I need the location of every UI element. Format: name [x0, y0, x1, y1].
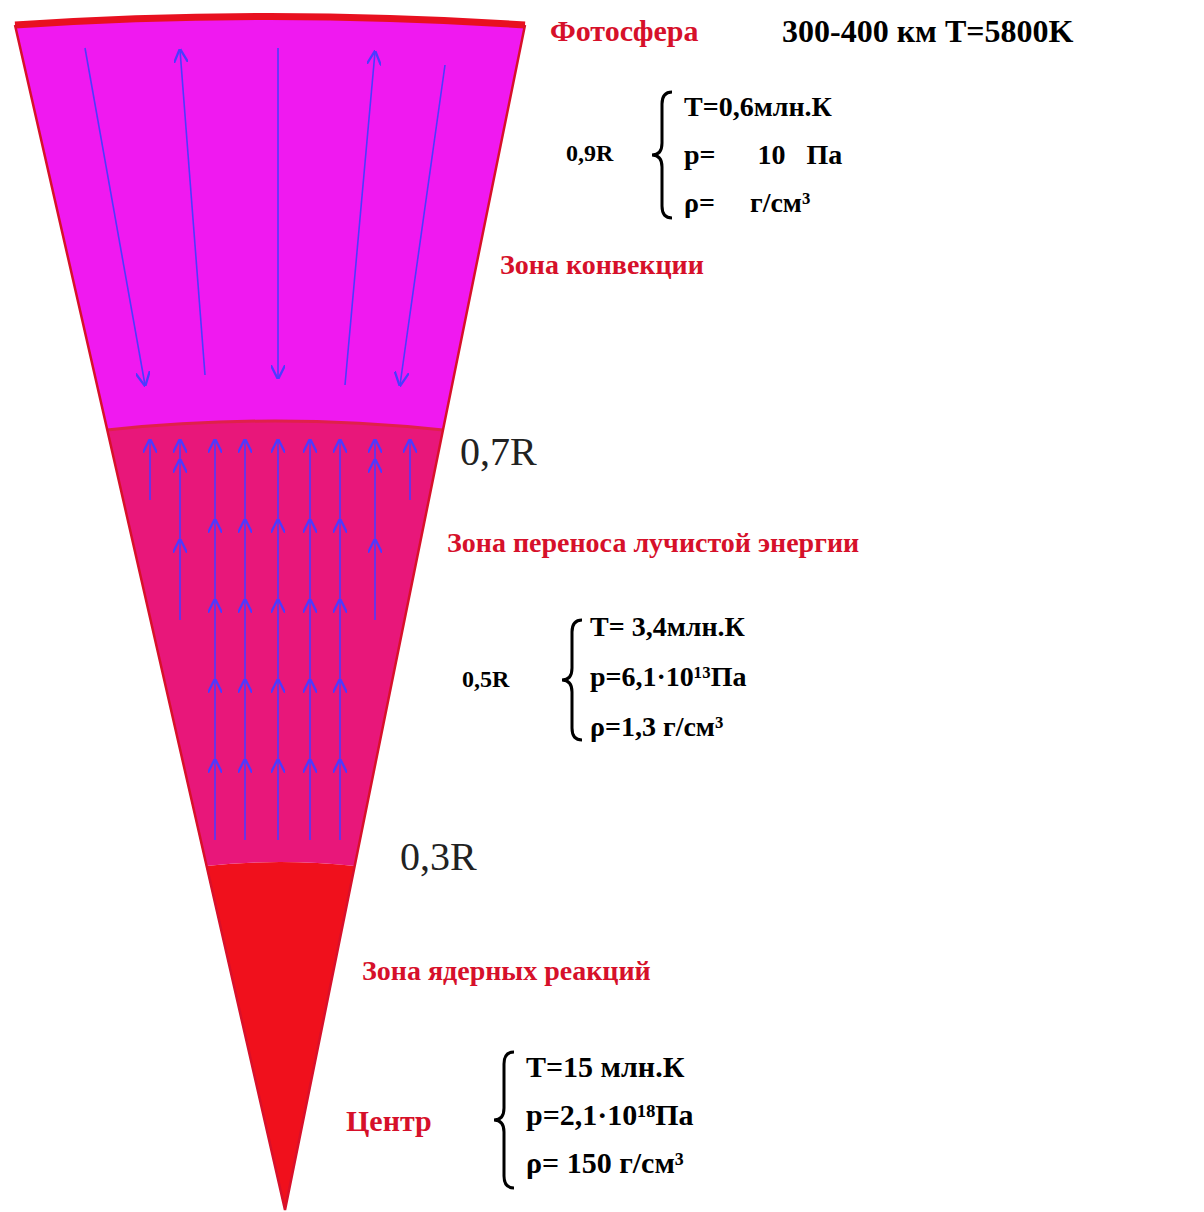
zone-boundary	[107, 421, 443, 430]
pressure-value: p=6,1·10¹³Па	[590, 662, 746, 693]
layer-name: Фотосфера	[550, 14, 698, 47]
radiative-zone	[107, 421, 443, 866]
temperature-value: T= 3,4млн.К	[590, 612, 745, 643]
density-value: ρ= 150 г/см³	[526, 1146, 684, 1179]
core-zone	[206, 862, 355, 1210]
photosphere-layer	[15, 17, 525, 26]
convection-zone	[15, 17, 525, 431]
layer-parameters: 300-400 км T=5800K	[782, 14, 1073, 49]
section-outline	[15, 25, 525, 1210]
temperature-value: T=0,6млн.К	[684, 92, 832, 123]
pressure-value: p=2,1·10¹⁸Па	[526, 1098, 694, 1131]
density-value: ρ= г/см³	[684, 188, 810, 219]
density-value: ρ=1,3 г/см³	[590, 712, 723, 743]
zone-name: Зона ядерных реакций	[362, 956, 651, 987]
pressure-value: p= 10 Па	[684, 140, 842, 171]
temperature-value: T=15 млн.К	[526, 1050, 684, 1083]
radius-mark: 0,9R	[566, 140, 613, 166]
zone-name: Зона переноса лучистой энергии	[447, 528, 859, 559]
convection-arrows	[85, 48, 445, 385]
zone-name: Зона конвекции	[500, 250, 704, 281]
radiation-arrows	[150, 440, 410, 840]
center-name: Центр	[346, 1104, 432, 1137]
radius-mark: 0,5R	[462, 666, 509, 692]
radius-mark: 0,7R	[460, 430, 537, 474]
radius-mark: 0,3R	[400, 835, 477, 879]
